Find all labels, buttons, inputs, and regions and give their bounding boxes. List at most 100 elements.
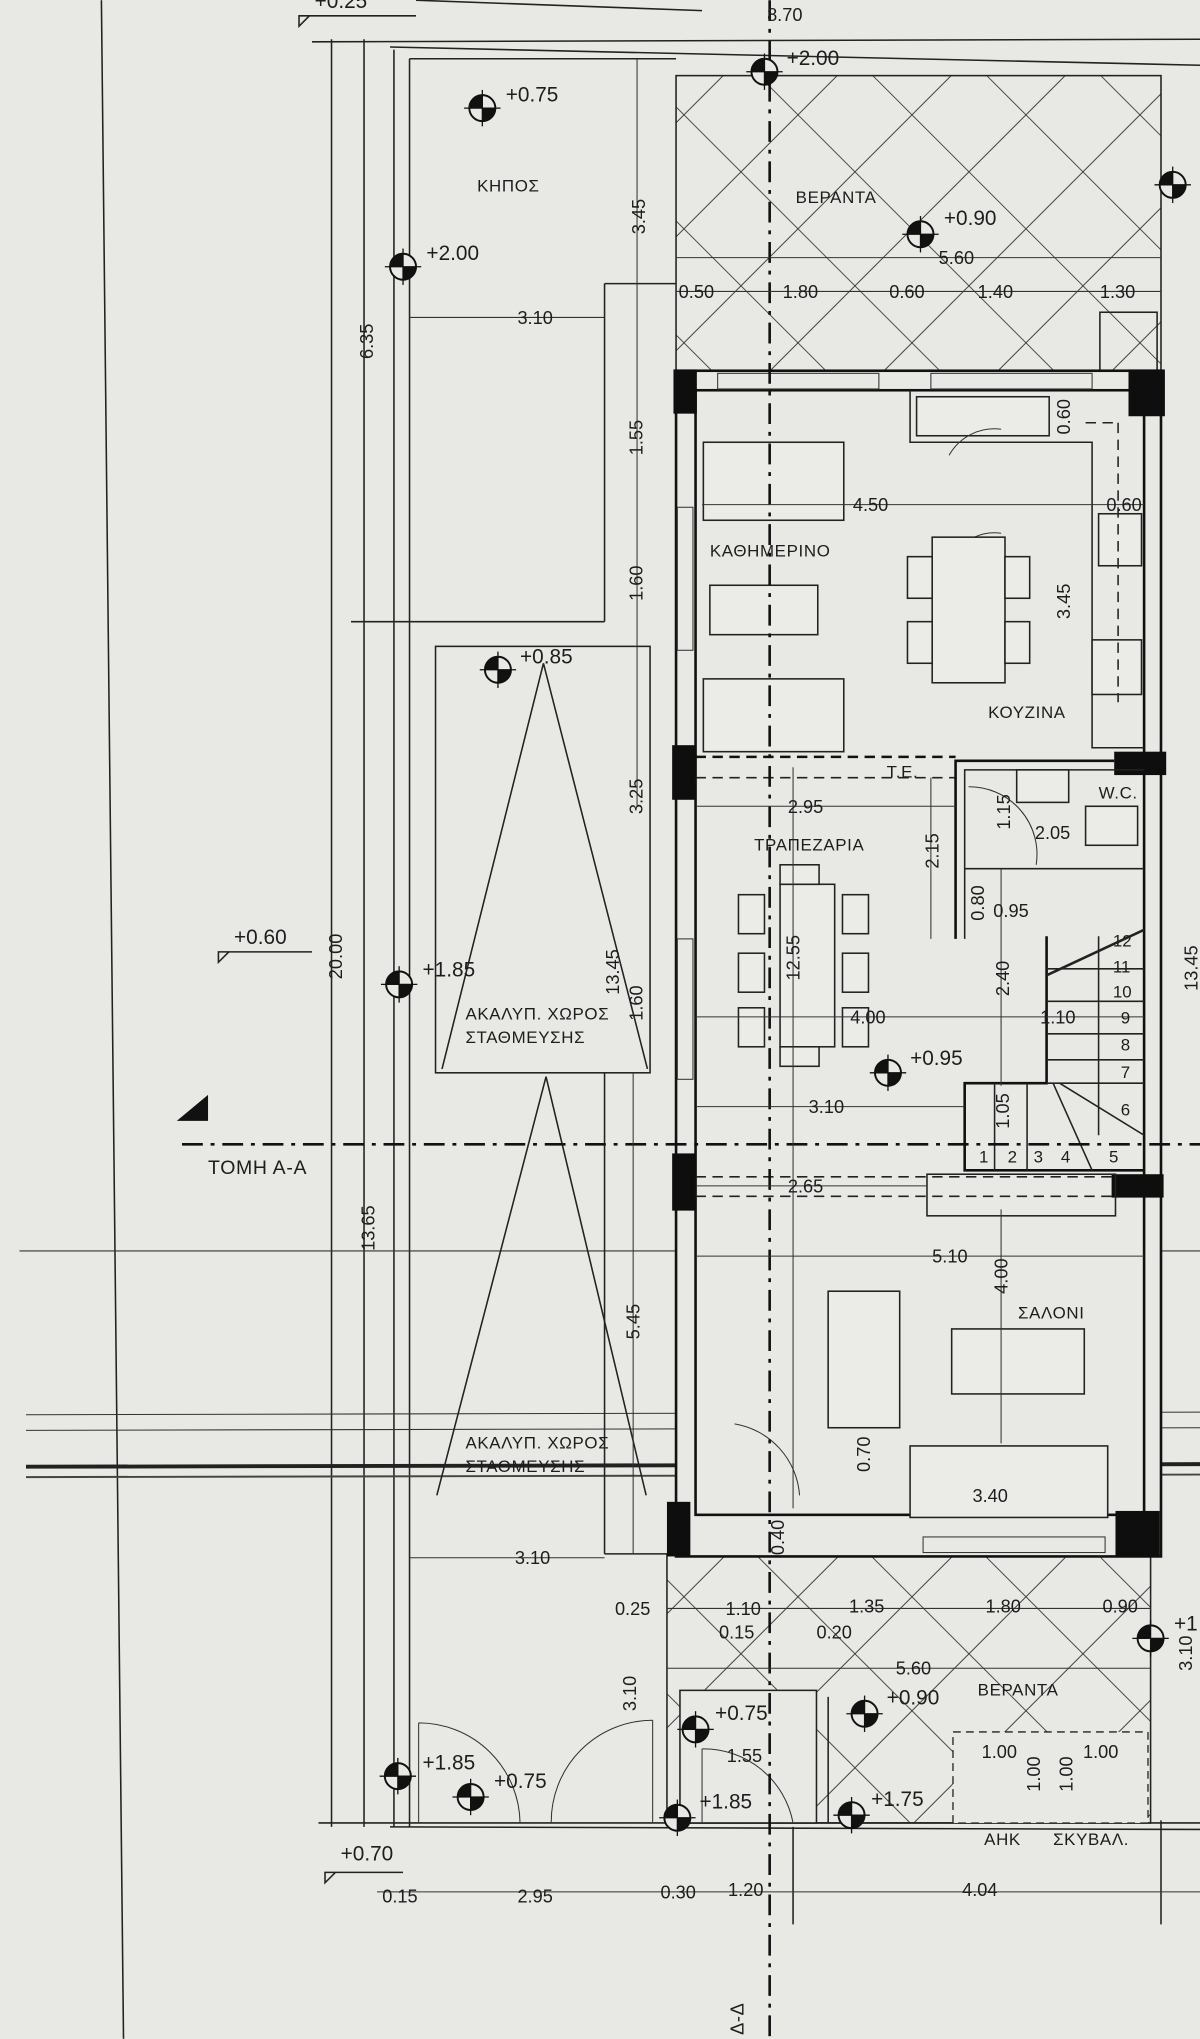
dimension: 1.00 [1083,1742,1118,1762]
dimension: 0.40 [768,1520,788,1555]
room-kitchen: ΚΟΥΖΙΝΑ [988,703,1066,722]
level-label: +0.85 [520,645,573,668]
dimension: 8.70 [767,5,802,25]
room-parking-2: ΑΚΑΛΥΠ. ΧΩΡΟΣ [465,1434,609,1453]
stair-step: 6 [1121,1101,1130,1120]
dimension: 1.40 [978,282,1013,302]
dimension: 3.10 [517,308,552,328]
dimension: 0.60 [1054,399,1074,434]
level-label: +0.25 [315,0,368,13]
room-veranda-back: ΒΕΡΑΝΤΑ [796,188,877,207]
level-label: +0.60 [234,926,287,949]
dimension: 2.15 [923,833,943,868]
level-label: +2.00 [787,47,840,70]
dimension: 0.90 [1102,1596,1137,1616]
dimension: 3.45 [1054,584,1074,619]
level-label: +0.90 [944,207,997,230]
dimension: 3.10 [620,1676,640,1711]
dimension: 1.35 [849,1596,884,1616]
dimension: 1.15 [994,794,1014,829]
stair-step: 10 [1113,982,1132,1001]
dimension: 1.55 [727,1746,762,1766]
stair-numbers: 1 2 3 4 5 6 7 8 9 10 11 12 [979,932,1132,1167]
stair-step: 7 [1121,1063,1130,1082]
stair-step: 5 [1109,1148,1118,1167]
room-labels: ΚΗΠΟΣ ΒΕΡΑΝΤΑ ΚΑΘΗΜΕΡΙΝΟ ΚΟΥΖΙΝΑ ΤΡΑΠΕΖΑ… [208,176,1138,2035]
stair-step: 8 [1121,1036,1130,1055]
dimension: 0.80 [968,885,988,920]
dimension: 1.80 [783,282,818,302]
dimension: 2.05 [1035,823,1070,843]
dimension: 6.35 [357,324,377,359]
dimension: 12.55 [784,935,804,981]
dimension: 0.20 [816,1622,851,1642]
dimension: 5.60 [939,248,974,268]
dimension: 3.10 [809,1097,844,1117]
level-label: +0.90 [887,1687,940,1710]
dimension: 3.40 [972,1486,1007,1506]
dimension: 2.95 [788,797,823,817]
dimension: 1.05 [993,1093,1013,1128]
dimension: 1.60 [626,565,646,600]
section-arrow-icon [176,1094,209,1121]
axis-label: Δ-Δ [728,2003,748,2035]
level-label: +0.95 [910,1047,963,1070]
room-te: Τ.Ε. [887,763,919,782]
stair-step: 11 [1113,958,1131,977]
dimension: 3.25 [626,779,646,814]
dimension: 0.30 [660,1882,695,1902]
room-wc: W.C. [1099,783,1138,802]
dimension: 1.00 [1057,1756,1077,1791]
stair-step: 2 [1008,1148,1017,1167]
stair-step: 9 [1121,1008,1130,1027]
dimension: 5.60 [896,1659,931,1679]
room-salon: ΣΑΛΟΝΙ [1018,1304,1085,1323]
level-label: +0.75 [494,1770,547,1793]
stair-step: 1 [979,1148,988,1167]
dimension: 3.10 [1176,1635,1196,1670]
dimension: 1.10 [1040,1007,1075,1027]
level-label: +1.75 [871,1788,924,1811]
level-label: +0.75 [506,84,559,107]
room-parking-1: ΑΚΑΛΥΠ. ΧΩΡΟΣ [465,1005,609,1024]
room-eac: ΑΗΚ [984,1830,1021,1849]
dimension: 5.10 [932,1247,967,1267]
dimension: 1.00 [982,1742,1017,1762]
room-veranda-front: ΒΕΡΑΝΤΑ [978,1681,1059,1700]
stair-step: 4 [1061,1148,1070,1167]
house-walls [418,369,1167,1824]
room-garden: ΚΗΠΟΣ [477,176,540,195]
stair-treads [993,928,1145,1171]
dimension: 2.40 [993,961,1013,996]
room-parking-2: ΣΤΑΘΜΕΥΣΗΣ [465,1457,585,1476]
dimension: 4.50 [853,495,888,515]
level-label: +1.85 [423,959,476,982]
room-parking-1: ΣΤΑΘΜΕΥΣΗΣ [465,1028,585,1047]
room-waste: ΣΚΥΒΑΛ. [1053,1830,1129,1849]
dimension: 1.10 [725,1599,760,1619]
dimension: 0.95 [993,901,1028,921]
level-label: +1.85 [423,1752,476,1775]
dimension: 13.45 [1181,945,1200,991]
dimension: 2.95 [517,1886,552,1906]
dimension: 1.30 [1100,282,1135,302]
room-living-daily: ΚΑΘΗΜΕΡΙΝΟ [710,542,831,561]
dimension: 5.45 [624,1304,644,1339]
stair-step: 3 [1034,1148,1043,1167]
dimension: 13.45 [603,949,623,995]
section-label: ΤΟΜΗ Α-Α [208,1157,307,1179]
dimension: 1.60 [626,985,646,1020]
dimension: 1.55 [626,420,646,455]
dimension: 0.70 [854,1437,874,1472]
level-label: +0.70 [341,1843,394,1866]
dimension: 2.65 [788,1176,823,1196]
level-label: +1 [1174,1613,1198,1636]
level-labels: +0.25 +0.75 +2.00 +0.90 +2.00 +0.85 +0.6… [234,0,1198,1866]
dimension: 0.60 [1106,495,1141,515]
dimension: 3.10 [515,1548,550,1568]
dimension: 0.60 [889,282,924,302]
dimension: 4.00 [850,1007,885,1027]
level-label: +1.85 [699,1791,752,1814]
level-markers [217,15,1192,1885]
